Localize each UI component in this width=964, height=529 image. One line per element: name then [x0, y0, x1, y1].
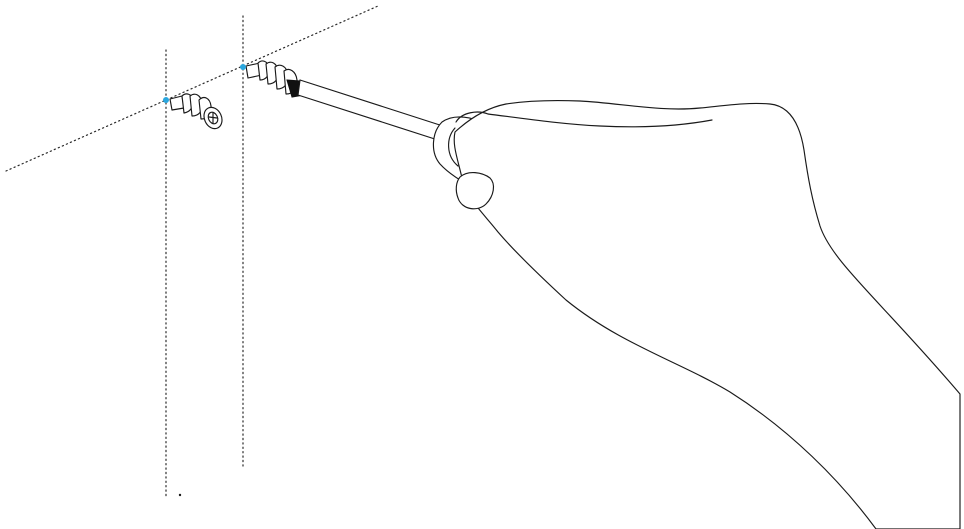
hand-palm-and-fingers [453, 99, 961, 529]
screwdriver-shaft [297, 79, 447, 142]
index-finger-top [455, 111, 489, 123]
finger-crease [487, 113, 713, 128]
drill-mark-right [240, 64, 246, 70]
drill-marks [163, 64, 246, 103]
wall-anchor-left [169, 93, 223, 130]
wall-anchor-right [245, 60, 298, 95]
thumb [455, 172, 495, 210]
horizontal-guide-line [5, 5, 379, 172]
hand [453, 99, 961, 529]
drill-mark-left [163, 97, 169, 103]
guide-end-dot [178, 493, 182, 497]
guide-lines [5, 5, 379, 497]
